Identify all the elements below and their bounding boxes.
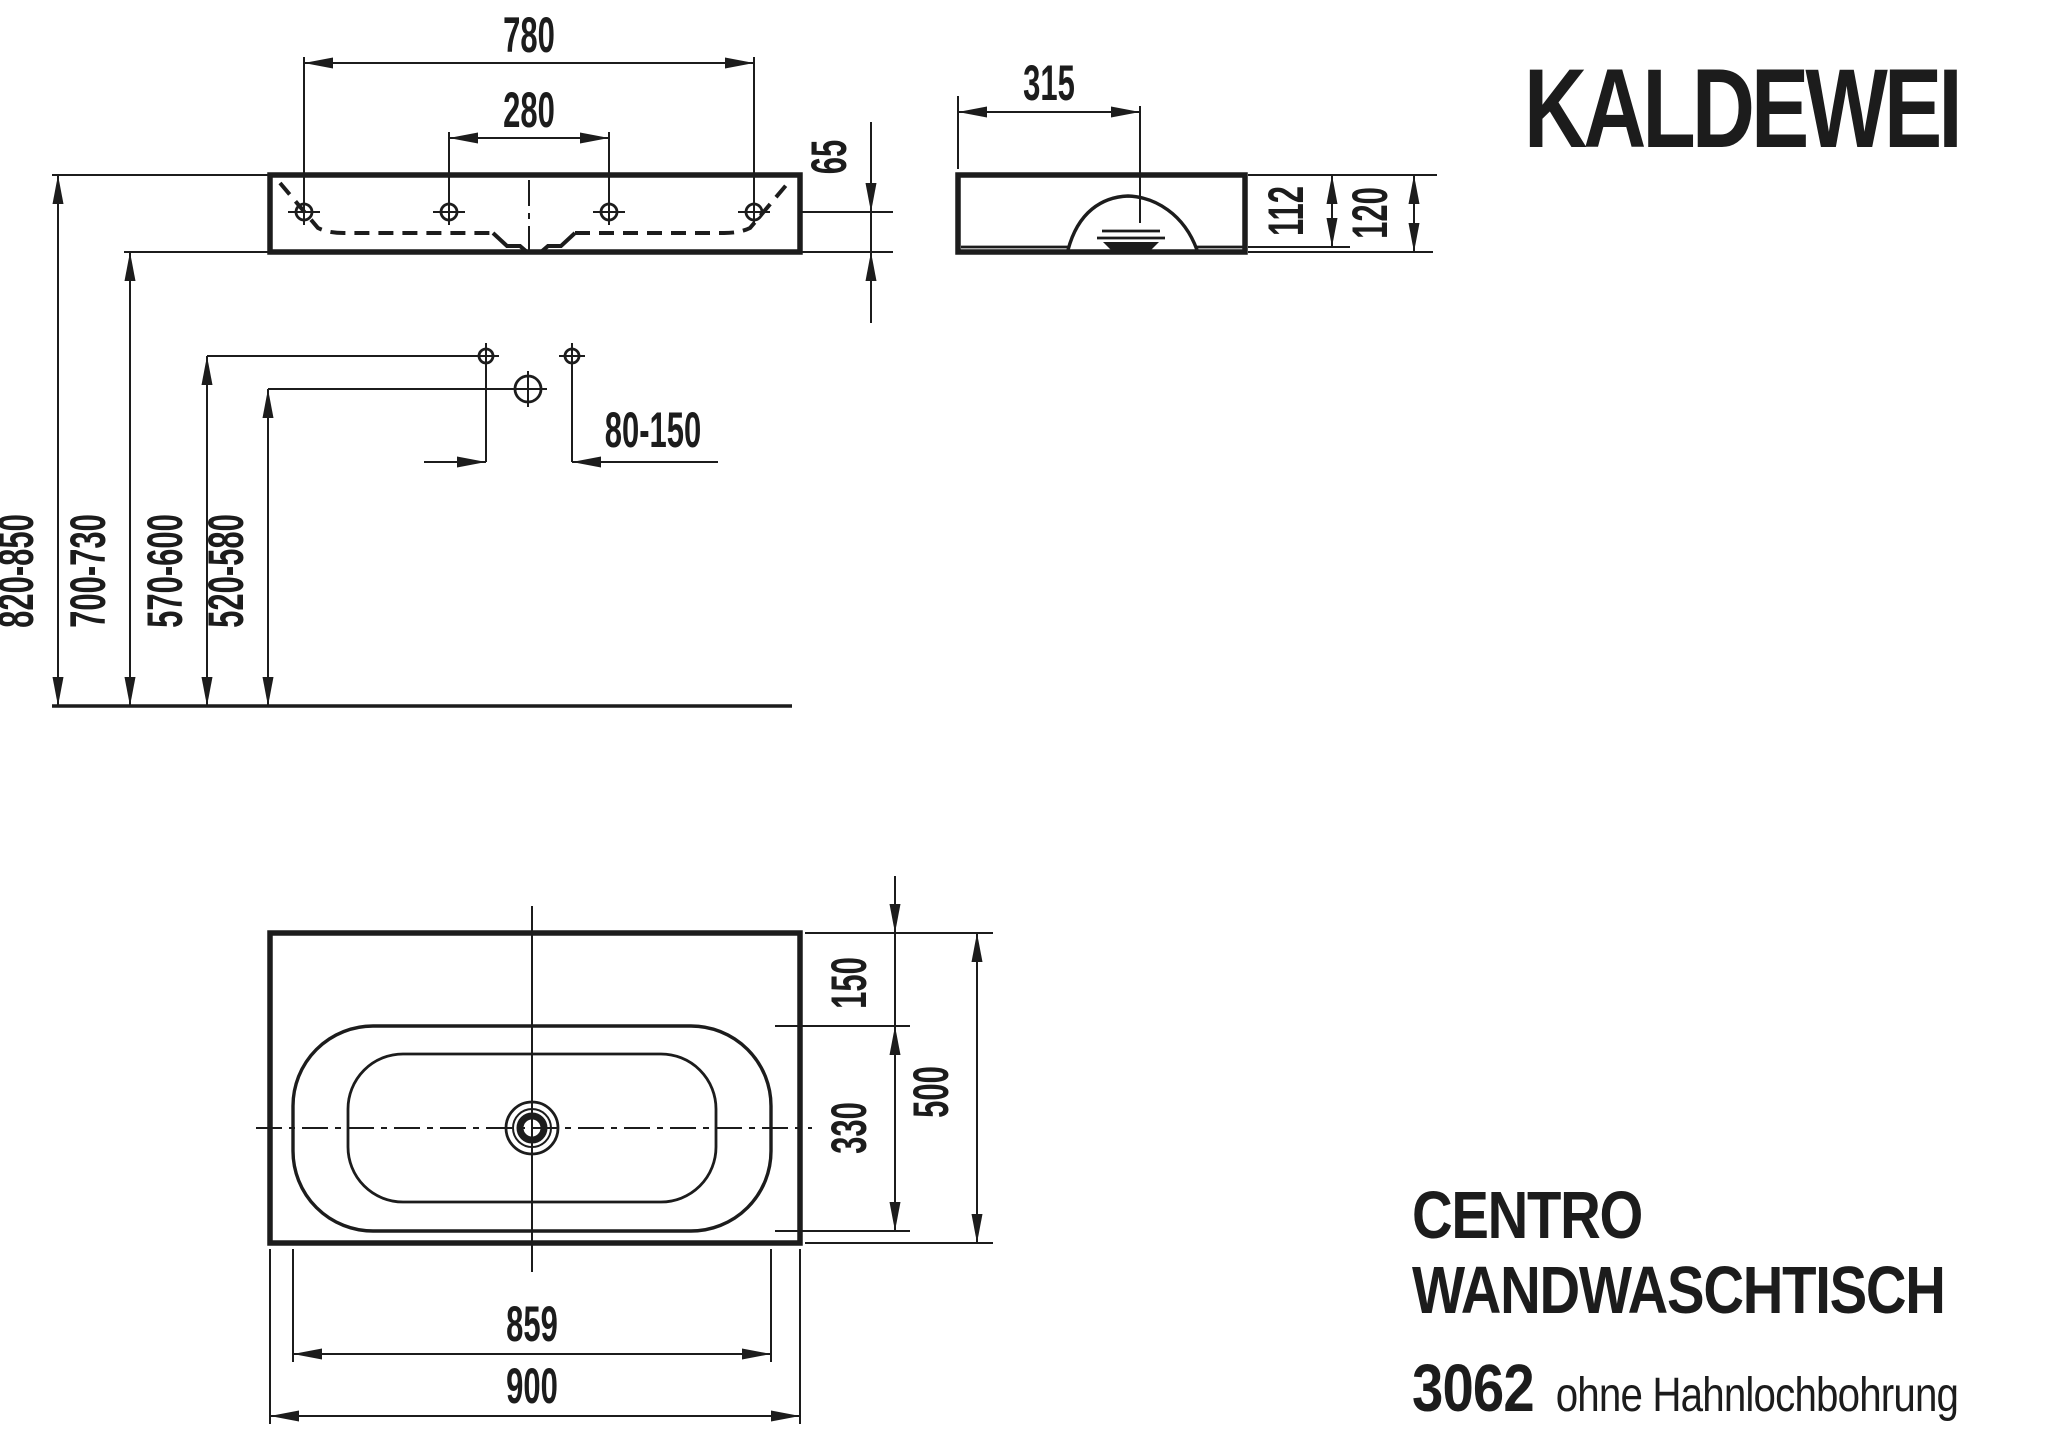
model-row: 3062 ohne Hahnlochbohrung — [1412, 1350, 1959, 1427]
drain-icon — [504, 1100, 560, 1156]
drain-connection-icon — [509, 371, 547, 407]
dim-label-280: 280 — [503, 81, 555, 137]
dim-label-820-850: 820-850 — [0, 514, 44, 628]
dim-label-900: 900 — [506, 1357, 558, 1413]
dim-label-520-580: 520-580 — [197, 514, 253, 628]
model-number: 3062 — [1412, 1351, 1535, 1426]
fixing-hole-icon — [473, 343, 499, 369]
title-block: CENTRO WANDWASCHTISCH 3062 ohne Hahnloch… — [1412, 1178, 2048, 1427]
product-type: WANDWASCHTISCH — [1412, 1253, 1946, 1328]
kaldewei-logo: KALDEWEI — [1524, 46, 1963, 171]
dim-label-700-730: 700-730 — [59, 514, 115, 628]
tap-hole-icon — [433, 199, 465, 225]
dim-900: 900 — [269, 1249, 801, 1424]
product-title: CENTRO — [1412, 1178, 1643, 1253]
dim-label-65: 65 — [800, 140, 856, 174]
dim-label-330: 330 — [820, 1102, 876, 1154]
plan-view: 150 330 500 859 900 — [256, 876, 993, 1424]
dim-80-150: 80-150 — [424, 401, 718, 468]
dim-label-80-150: 80-150 — [605, 401, 701, 457]
dim-label-570-600: 570-600 — [136, 514, 192, 628]
tap-hole-icon — [288, 199, 320, 225]
dim-859: 859 — [292, 1249, 772, 1362]
dim-label-500: 500 — [902, 1066, 958, 1118]
drain-recess-profile — [491, 231, 577, 254]
tap-hole-icon — [738, 199, 770, 225]
model-variant: ohne Hahnlochbohrung — [1555, 1369, 1959, 1422]
dim-label-315: 315 — [1023, 54, 1075, 110]
dim-780: 780 — [303, 6, 755, 200]
dim-label-120: 120 — [1341, 187, 1397, 239]
basin-rim — [291, 1024, 773, 1233]
dim-label-780: 780 — [503, 6, 555, 62]
dim-label-859: 859 — [506, 1295, 558, 1351]
dim-280: 280 — [448, 81, 610, 201]
install-height-dims: 820-850 700-730 570-600 520-580 — [0, 174, 792, 708]
bowl-profile-right — [575, 181, 790, 235]
bowl-profile-left — [278, 181, 493, 235]
fixing-hole-icon — [559, 343, 585, 369]
front-view: 780 280 65 820-850 700-730 — [0, 6, 893, 708]
dim-112-120: 112 120 — [1248, 174, 1437, 253]
dim-label-150: 150 — [820, 957, 876, 1009]
tap-hole-icon — [593, 199, 625, 225]
bowl-dome-profile — [1066, 194, 1199, 251]
dim-150-330-500: 150 330 500 — [775, 876, 993, 1244]
dim-65: 65 — [800, 122, 893, 323]
dim-315: 315 — [957, 54, 1141, 223]
side-basin-outline — [955, 172, 1248, 255]
connection-points: 80-150 — [424, 343, 718, 468]
tap-hole-markers — [288, 199, 770, 225]
basin-floor — [346, 1052, 718, 1204]
dim-label-112: 112 — [1257, 186, 1313, 236]
drain-fitting — [1097, 229, 1165, 251]
plan-outline — [267, 930, 803, 1246]
front-basin-outline — [267, 172, 803, 255]
side-view: 315 112 120 — [955, 54, 1437, 255]
